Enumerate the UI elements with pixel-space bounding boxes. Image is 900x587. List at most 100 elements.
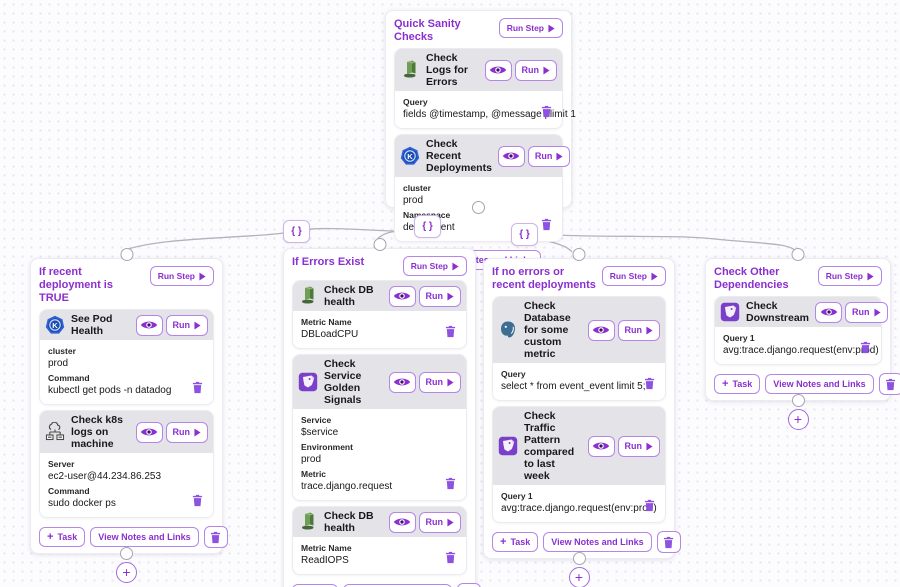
run-task-button[interactable]: Run bbox=[527, 145, 571, 167]
connector-port[interactable] bbox=[572, 248, 586, 261]
connector-port[interactable] bbox=[791, 394, 805, 407]
field-value[interactable]: fields @timestamp, @message | limit 1 bbox=[403, 109, 576, 120]
delete-field-button[interactable] bbox=[443, 551, 458, 567]
run-step-button[interactable]: Run Step bbox=[149, 266, 214, 286]
field-value[interactable]: prod bbox=[301, 454, 322, 465]
task-card: Check Traffic Pattern compared to last w… bbox=[492, 406, 666, 523]
view-task-button[interactable] bbox=[388, 285, 416, 307]
view-task-button[interactable] bbox=[135, 314, 163, 336]
run-step-button[interactable]: Run Step bbox=[498, 18, 563, 38]
view-notes-links-button[interactable]: View Notes and Links bbox=[765, 374, 874, 394]
view-notes-links-button[interactable]: View Notes and Links bbox=[90, 527, 199, 547]
run-task-button[interactable]: Run bbox=[418, 371, 461, 393]
run-task-button[interactable]: Run bbox=[165, 421, 208, 443]
field-value[interactable]: $service bbox=[301, 427, 339, 438]
view-task-button[interactable] bbox=[587, 319, 615, 341]
add-step-button[interactable]: + bbox=[787, 409, 809, 430]
view-task-button[interactable] bbox=[388, 511, 416, 533]
trash-icon bbox=[664, 536, 674, 548]
run-task-button[interactable]: Run bbox=[165, 314, 208, 336]
task-card: Check DB health Run Metric bbox=[292, 506, 467, 575]
delete-step-button[interactable] bbox=[203, 526, 228, 548]
run-task-button[interactable]: Run bbox=[514, 59, 557, 81]
connector-port[interactable] bbox=[373, 238, 386, 251]
field-value[interactable]: avg:trace.django.request(env:prod) bbox=[501, 503, 657, 514]
delete-field-button[interactable] bbox=[190, 381, 205, 397]
delete-step-button[interactable] bbox=[456, 583, 481, 587]
delete-field-button[interactable] bbox=[443, 325, 458, 341]
delete-field-button[interactable] bbox=[642, 499, 657, 515]
add-step-button[interactable]: + bbox=[116, 562, 137, 583]
delete-field-button[interactable] bbox=[443, 477, 458, 493]
add-task-button[interactable]: + Task bbox=[714, 374, 761, 394]
field-label: cluster bbox=[403, 183, 431, 193]
svg-text:K: K bbox=[407, 152, 413, 161]
view-task-button[interactable] bbox=[497, 145, 525, 167]
field-label: Server bbox=[48, 459, 75, 469]
field-value[interactable]: ec2-user@44.234.86.253 bbox=[48, 471, 162, 482]
delete-field-button[interactable] bbox=[642, 377, 657, 393]
connector-port[interactable] bbox=[120, 547, 133, 560]
play-icon bbox=[199, 272, 206, 280]
view-task-button[interactable] bbox=[815, 301, 843, 323]
run-task-button[interactable]: Run bbox=[418, 285, 461, 307]
field-label: Command bbox=[48, 373, 90, 383]
task-card: Check Database for some custom metric Ru… bbox=[492, 296, 666, 401]
add-task-button[interactable]: + Task bbox=[492, 532, 539, 552]
view-task-button[interactable] bbox=[388, 371, 416, 393]
field-value[interactable]: prod bbox=[48, 358, 69, 369]
field-value[interactable]: prod bbox=[403, 195, 424, 206]
play-icon bbox=[646, 326, 653, 334]
task-name: Check Database for some custom metric bbox=[524, 300, 571, 360]
svg-text:K: K bbox=[52, 321, 58, 330]
step-title: If recent deployment is TRUE bbox=[39, 266, 113, 304]
add-task-button[interactable]: + Task bbox=[39, 527, 86, 547]
add-step-button[interactable]: + bbox=[568, 567, 590, 587]
run-task-button[interactable]: Run bbox=[418, 511, 461, 533]
cloudwatch-logs-icon bbox=[298, 286, 318, 306]
branch-condition-badge[interactable]: { } bbox=[511, 223, 538, 246]
view-task-button[interactable] bbox=[135, 421, 163, 443]
connector-port[interactable] bbox=[791, 248, 805, 261]
connector-port[interactable] bbox=[472, 201, 485, 214]
run-step-button[interactable]: Run Step bbox=[601, 266, 666, 286]
delete-step-button[interactable] bbox=[656, 531, 681, 553]
eye-icon bbox=[820, 308, 837, 316]
task-name: Check Service Golden Signals bbox=[324, 358, 362, 406]
step-panel-quick-sanity-checks: Quick Sanity Checks Run Step Check Logs … bbox=[385, 10, 576, 270]
field-value[interactable]: kubectl get pods -n datadog bbox=[48, 385, 172, 396]
field-value[interactable]: trace.django.request bbox=[301, 481, 393, 492]
eye-icon bbox=[140, 321, 158, 329]
run-step-button[interactable]: Run Step bbox=[817, 266, 882, 286]
datadog-icon bbox=[298, 372, 318, 392]
run-task-button[interactable]: Run bbox=[617, 319, 660, 341]
connector-port[interactable] bbox=[572, 552, 586, 565]
view-task-button[interactable] bbox=[484, 59, 512, 81]
plus-icon: + bbox=[47, 531, 54, 543]
delete-step-button[interactable] bbox=[878, 373, 900, 395]
delete-field-button[interactable] bbox=[858, 341, 873, 357]
run-step-button[interactable]: Run Step bbox=[402, 256, 467, 276]
eye-icon bbox=[592, 326, 610, 334]
cloudwatch-logs-icon bbox=[298, 512, 318, 532]
play-icon bbox=[543, 66, 550, 74]
run-task-button[interactable]: Run bbox=[617, 435, 660, 457]
run-task-button[interactable]: Run bbox=[845, 301, 888, 323]
field-value[interactable]: avg:trace.django.request(env:prod) bbox=[723, 345, 879, 356]
view-notes-links-button[interactable]: View Notes and Links bbox=[543, 532, 652, 552]
branch-condition-badge[interactable]: { } bbox=[414, 215, 441, 238]
task-name: Check DB health bbox=[324, 510, 374, 534]
field-value[interactable]: sudo docker ps bbox=[48, 498, 116, 509]
branch-condition-badge[interactable]: { } bbox=[283, 220, 310, 243]
view-task-button[interactable] bbox=[587, 435, 615, 457]
field-value[interactable]: ReadIOPS bbox=[301, 555, 349, 566]
delete-field-button[interactable] bbox=[190, 494, 205, 510]
field-value[interactable]: DBLoadCPU bbox=[301, 329, 359, 340]
delete-field-button[interactable] bbox=[539, 218, 554, 234]
field-value[interactable]: select * from event_event limit 5; bbox=[501, 381, 646, 392]
delete-field-button[interactable] bbox=[539, 105, 554, 121]
eye-icon bbox=[503, 152, 520, 160]
connector-port[interactable] bbox=[120, 248, 133, 261]
trash-icon bbox=[644, 377, 655, 390]
